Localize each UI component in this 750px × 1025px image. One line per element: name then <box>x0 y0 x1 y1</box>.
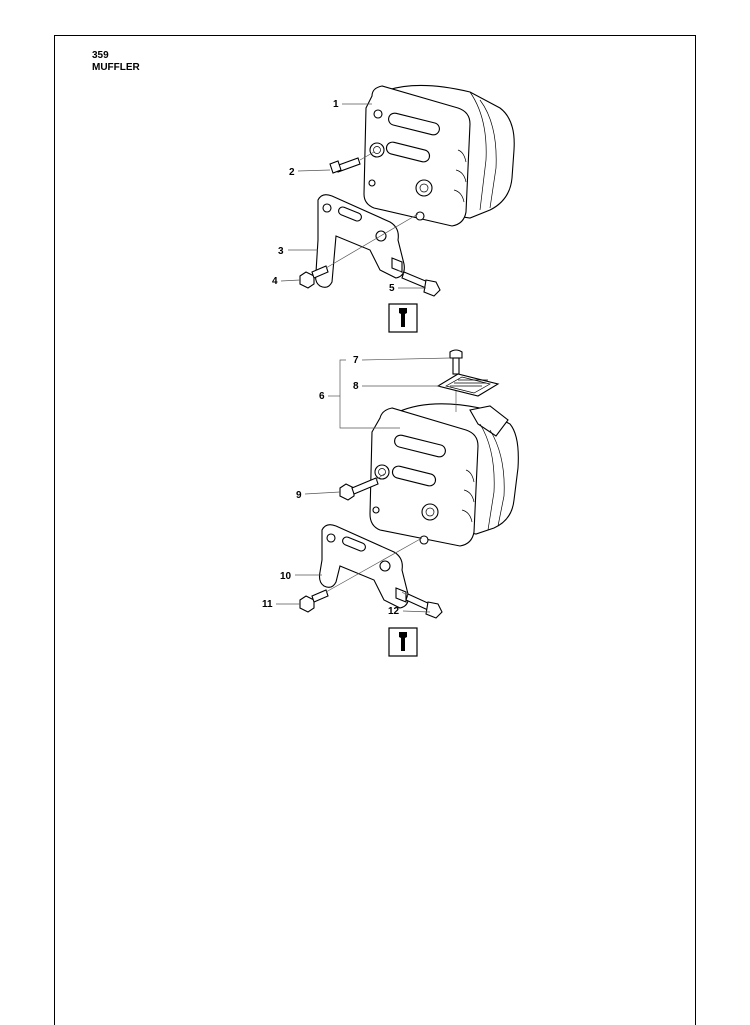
bracket-10 <box>318 524 409 609</box>
callout-10: 10 <box>280 571 292 582</box>
wrench-icon <box>388 627 418 657</box>
callout-3: 3 <box>278 246 284 257</box>
bolt-12 <box>401 591 443 619</box>
wrench-icon <box>388 303 418 333</box>
callout-2: 2 <box>289 167 295 178</box>
page-frame <box>54 35 696 1025</box>
bolt-4 <box>299 213 419 289</box>
bracket-3 <box>314 194 405 288</box>
callout-4: 4 <box>272 276 278 287</box>
callouts-lower: 7 8 6 9 10 11 12 <box>262 355 451 617</box>
section-title: MUFFLER <box>92 62 140 73</box>
callout-1: 1 <box>333 99 339 110</box>
bolt-5 <box>397 269 441 297</box>
callout-8: 8 <box>353 381 359 392</box>
callout-9: 9 <box>296 490 302 501</box>
model-number: 359 <box>92 50 109 61</box>
callout-7: 7 <box>353 355 359 366</box>
callout-6: 6 <box>319 391 325 402</box>
bolt-11 <box>299 537 423 613</box>
callout-12: 12 <box>388 606 400 617</box>
callouts-upper: 1 2 3 4 5 <box>272 99 426 294</box>
muffler-assembly-upper <box>363 84 515 227</box>
callout-11: 11 <box>262 599 273 610</box>
warning-label-8 <box>436 373 500 397</box>
bolt-2 <box>329 151 375 174</box>
bolt-9 <box>339 473 385 501</box>
callout-5: 5 <box>389 283 395 294</box>
muffler-assembly-lower <box>369 403 519 547</box>
screw-7 <box>449 349 463 412</box>
